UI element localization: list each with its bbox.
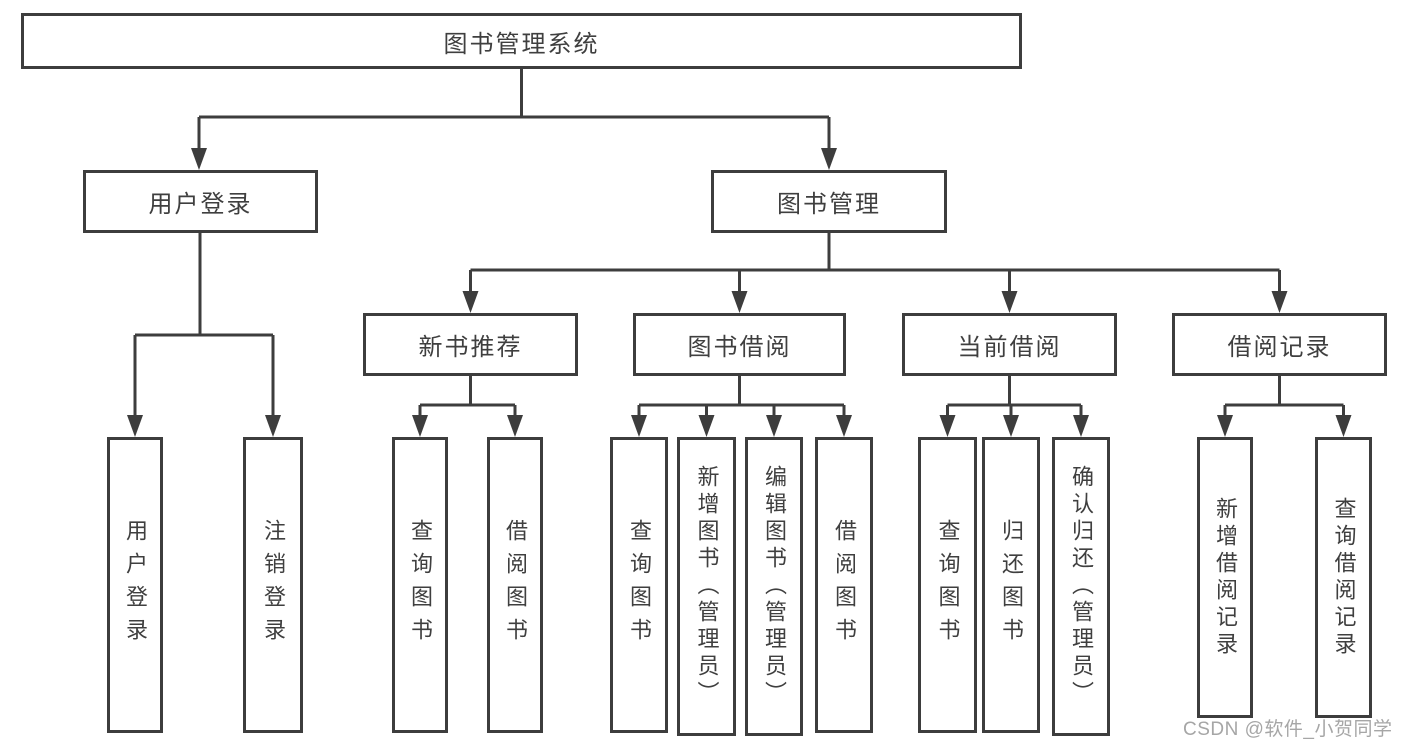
node-leaf-return-book: 归还图书: [982, 437, 1040, 733]
node-label: 注销登录: [261, 519, 286, 651]
node-label: 查询图书: [935, 519, 961, 651]
node-leaf-logout: 注销登录: [243, 437, 303, 733]
node-leaf-edit-book-admin: 编辑图书（管理员）: [745, 437, 803, 736]
node-leaf-query-borrow-record: 查询借阅记录: [1315, 437, 1372, 718]
node-label: 借阅图书: [503, 519, 528, 651]
node-book-management: 图书管理: [711, 170, 947, 233]
node-leaf-confirm-return-admin: 确认归还（管理员）: [1052, 437, 1110, 736]
node-label: 当前借阅: [957, 334, 1062, 361]
node-label: 借阅图书: [832, 519, 857, 651]
node-leaf-add-book-admin: 新增图书（管理员）: [677, 437, 736, 736]
node-label: 确认归还（管理员）: [1069, 465, 1094, 708]
node-label: 图书管理系统: [443, 30, 600, 58]
node-leaf-add-borrow-record: 新增借阅记录: [1197, 437, 1253, 718]
node-label: 用户登录: [123, 519, 148, 651]
node-new-book-recommend: 新书推荐: [363, 313, 578, 376]
node-label: 新增图书（管理员）: [694, 465, 720, 708]
node-label: 新增借阅记录: [1213, 496, 1238, 659]
node-label: 查询借阅记录: [1331, 496, 1357, 659]
node-current-borrow: 当前借阅: [902, 313, 1117, 376]
node-library-management-system: 图书管理系统: [21, 13, 1022, 69]
node-label: 图书管理: [777, 191, 881, 218]
node-book-borrow: 图书借阅: [633, 313, 846, 376]
node-leaf-query-books-borrow: 查询图书: [610, 437, 668, 733]
arrowheads: [127, 148, 1352, 437]
node-leaf-borrow-books: 借阅图书: [815, 437, 873, 733]
node-label: 查询图书: [627, 519, 652, 651]
node-label: 新书推荐: [418, 334, 523, 361]
node-leaf-query-books-recommend: 查询图书: [392, 437, 448, 733]
node-label: 查询图书: [408, 519, 433, 651]
node-leaf-borrow-books-recommend: 借阅图书: [487, 437, 543, 733]
node-label: 编辑图书（管理员）: [762, 465, 787, 708]
node-label: 图书借阅: [687, 334, 792, 361]
node-label: 借阅记录: [1227, 334, 1332, 361]
node-borrow-records: 借阅记录: [1172, 313, 1387, 376]
node-leaf-query-books-current: 查询图书: [918, 437, 977, 733]
csdn-watermark: CSDN @软件_小贺同学: [1183, 719, 1393, 740]
node-label: 用户登录: [148, 191, 253, 218]
node-user-login: 用户登录: [83, 170, 318, 233]
node-leaf-user-login: 用户登录: [107, 437, 163, 733]
node-label: 归还图书: [999, 519, 1024, 651]
